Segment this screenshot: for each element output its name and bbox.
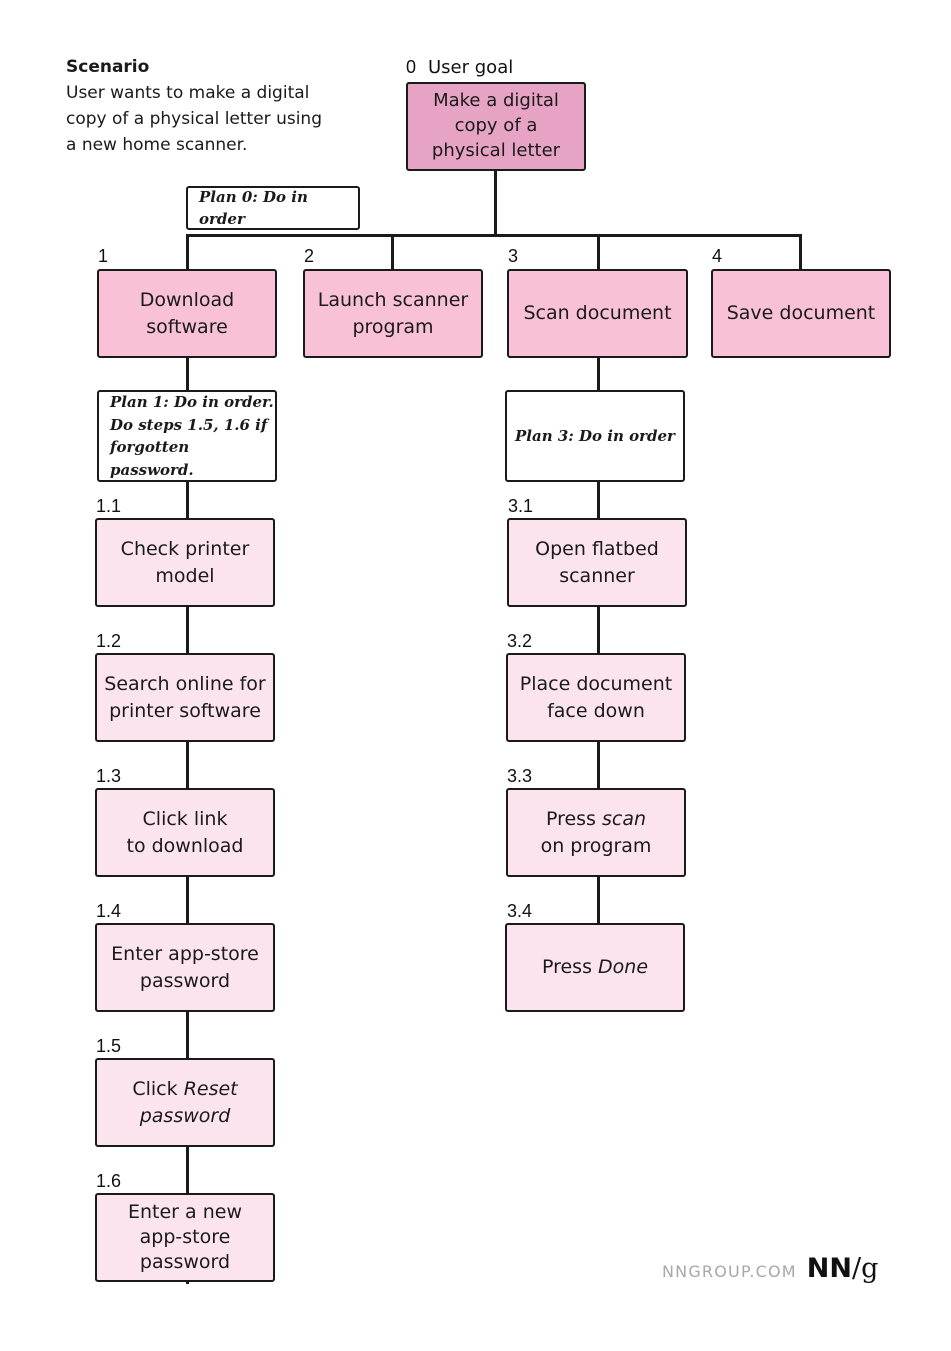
step-box-1-1: Check printer model [95,518,275,607]
step-box-1-3: Click link to download [95,788,275,877]
subgoal-box-scan-document: Scan document [507,269,688,358]
subgoal-number: 3 [508,246,519,266]
footer-branding: NNGROUP.COM NN/g [662,1253,878,1284]
step-text: app-store [139,1226,231,1249]
plan-1-text: Do steps 1.5, 1.6 if [110,415,268,434]
step-text-emphasis: Reset [183,1077,238,1100]
connector-line [597,357,600,927]
plan-0-text: Plan 0: Do in order [199,187,308,229]
step-text: model [155,564,215,587]
step-number: 3.1 [508,496,534,516]
step-text: printer software [109,699,261,722]
connector-line [597,234,600,270]
goal-box: Make a digital copy of a physical letter [406,82,586,171]
subgoal-text: program [352,315,434,338]
step-text: face down [547,699,645,722]
step-number: 3.4 [507,901,533,921]
step-number: 1.5 [96,1036,122,1056]
step-text-emphasis: password [139,1104,231,1127]
goal-caption: User goal [428,57,514,78]
step-box-3-4: Press Done [505,923,685,1012]
subgoal-box-download-software: Download software [97,269,277,358]
step-text: password [139,1250,231,1273]
goal-text: Make a digital [433,90,559,112]
step-text: Search online for [104,672,266,695]
step-box-3-1: Open flatbed scanner [507,518,687,607]
goal-text: copy of a [454,115,538,137]
step-text: Open flatbed [535,537,659,560]
plan-1-box: Plan 1: Do in order. Do steps 1.5, 1.6 i… [97,390,277,482]
plan-3-box: Plan 3: Do in order [505,390,685,482]
scenario-line: copy of a physical letter using [66,109,322,129]
step-number: 3.3 [507,766,533,786]
subgoal-box-launch-scanner: Launch scanner program [303,269,483,358]
step-number: 1.1 [96,496,122,516]
step-box-1-6: Enter a new app-store password [95,1193,275,1282]
connector-line [799,234,802,270]
plan-1-text: forgotten password. [110,438,194,479]
connector-line [186,234,189,270]
subgoal-text: software [146,315,228,338]
connector-line [186,234,802,237]
step-number: 1.2 [96,631,122,651]
subgoal-text: Scan document [523,302,672,325]
subgoal-number: 4 [712,246,723,266]
subgoal-number: 1 [98,246,109,266]
scenario-heading: Scenario [66,57,150,77]
subgoal-text: Download [139,288,235,311]
step-text: Press [545,807,602,830]
step-text: Enter a new [128,1201,242,1224]
logo-g: /g [851,1253,879,1284]
scenario-text: Scenario User wants to make a digital co… [66,54,322,158]
step-text-emphasis: scan [602,807,647,830]
step-text: on program [540,834,652,857]
nng-logo: NN/g [807,1253,879,1284]
step-text: Enter app-store [111,942,259,965]
step-text-emphasis: Done [598,956,649,979]
goal-number: 0 [406,57,417,77]
step-text: Press [541,956,599,979]
plan-0-box: Plan 0: Do in order [186,186,360,230]
step-box-1-4: Enter app-store password [95,923,275,1012]
connector-line [494,170,497,236]
logo-nn: NN [806,1253,852,1284]
scenario-line: a new home scanner. [66,135,248,155]
subgoal-box-save-document: Save document [711,269,891,358]
plan-1-text: Plan 1: Do in order. [110,393,274,411]
step-text: scanner [559,564,635,587]
subgoal-number: 2 [304,246,315,266]
step-text: Click link [142,807,228,830]
subgoal-text: Save document [726,302,876,325]
step-number: 3.2 [507,631,533,651]
step-box-3-2: Place document face down [506,653,686,742]
step-text: Click [132,1077,184,1100]
plan-3-text: Plan 3: Do in order [515,426,675,445]
step-text: password [139,969,231,992]
step-number: 1.4 [96,901,122,921]
scenario-line: User wants to make a digital [66,83,310,103]
step-box-1-2: Search online for printer software [95,653,275,742]
goal-text: physical letter [431,139,561,161]
step-text: to download [126,834,244,857]
connector-line [391,234,394,270]
step-text: Check printer [120,537,250,560]
step-box-3-3: Press scan on program [506,788,686,877]
footer-site-text: NNGROUP.COM [662,1262,797,1281]
subgoal-text: Launch scanner [317,288,469,311]
step-box-1-5: Click Reset password [95,1058,275,1147]
step-number: 1.3 [96,766,122,786]
step-text: Place document [519,672,673,695]
step-number: 1.6 [96,1171,122,1191]
